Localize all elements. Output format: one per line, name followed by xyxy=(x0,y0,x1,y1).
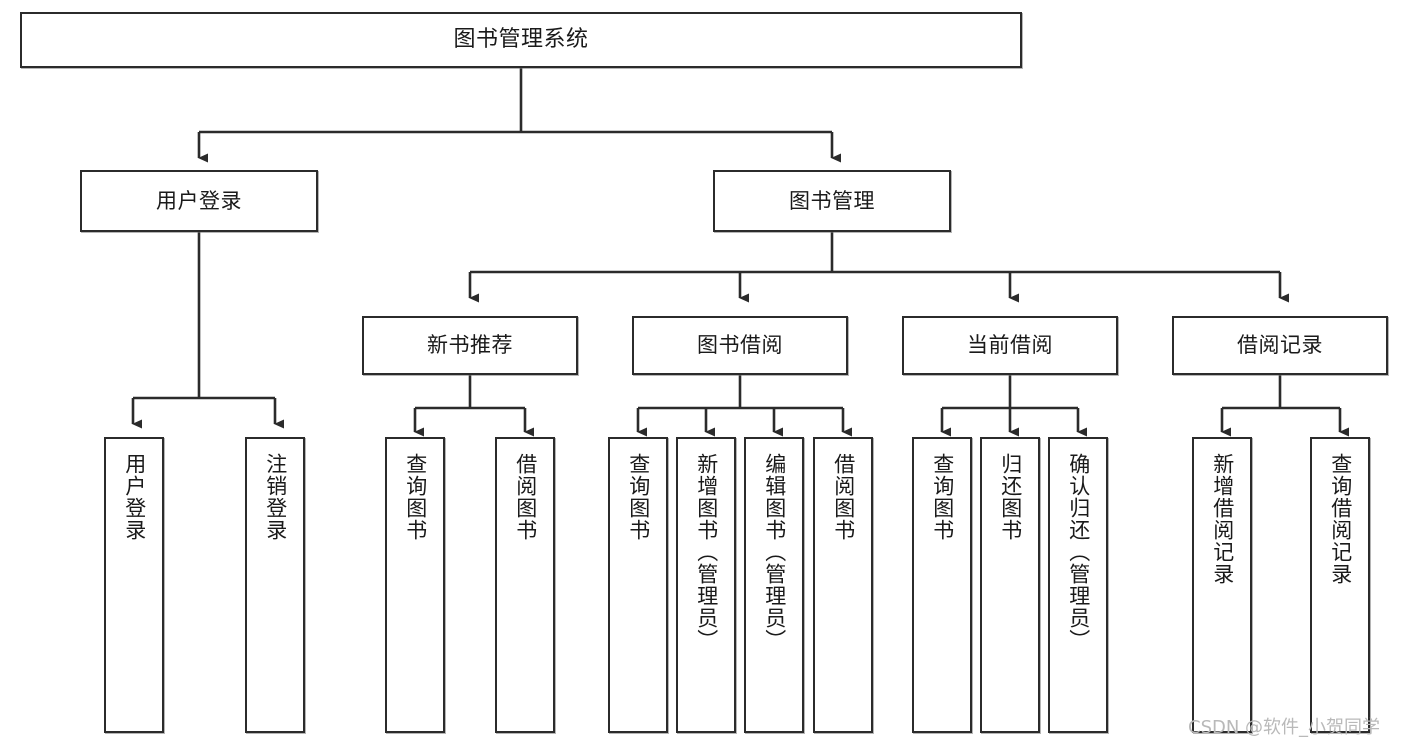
leaf-new-book-query-book[interactable]: 查询图书 xyxy=(385,437,445,733)
node-label: 查询借阅记录 xyxy=(1328,453,1353,585)
node-label: 归还图书 xyxy=(998,453,1023,541)
node-label: 查询图书 xyxy=(626,453,651,541)
node-label: 借阅图书 xyxy=(513,453,538,541)
node-label: 新增图书（管理员） xyxy=(694,453,719,651)
node-label: 当前借阅 xyxy=(967,333,1053,358)
node-label: 新书推荐 xyxy=(427,333,513,358)
node-label: 用户登录 xyxy=(122,453,147,541)
leaf-new-book-borrow-book[interactable]: 借阅图书 xyxy=(495,437,555,733)
leaf-borrow-record-query-record[interactable]: 查询借阅记录 xyxy=(1310,437,1370,733)
leaf-borrow-record-add-record[interactable]: 新增借阅记录 xyxy=(1192,437,1252,733)
node-new-book-recommendation[interactable]: 新书推荐 xyxy=(362,316,578,375)
node-borrowing-record[interactable]: 借阅记录 xyxy=(1172,316,1388,375)
node-root-book-management-system[interactable]: 图书管理系统 xyxy=(20,12,1022,68)
node-book-management[interactable]: 图书管理 xyxy=(713,170,951,232)
leaf-book-borrow-query-book[interactable]: 查询图书 xyxy=(608,437,668,733)
node-label: 图书管理系统 xyxy=(453,26,589,52)
node-label: 借阅记录 xyxy=(1237,333,1323,358)
node-label: 新增借阅记录 xyxy=(1210,453,1235,585)
leaf-current-borrow-confirm-return-admin[interactable]: 确认归还（管理员） xyxy=(1048,437,1108,733)
node-label: 借阅图书 xyxy=(831,453,856,541)
node-label: 查询图书 xyxy=(403,453,428,541)
node-label: 查询图书 xyxy=(930,453,955,541)
node-label: 图书管理 xyxy=(789,188,875,213)
node-current-borrowing[interactable]: 当前借阅 xyxy=(902,316,1118,375)
leaf-user-login-logout[interactable]: 注销登录 xyxy=(245,437,305,733)
node-label: 确认归还（管理员） xyxy=(1066,453,1091,651)
leaf-book-borrow-edit-book-admin[interactable]: 编辑图书（管理员） xyxy=(744,437,804,733)
node-user-login[interactable]: 用户登录 xyxy=(80,170,318,232)
node-label: 编辑图书（管理员） xyxy=(762,453,787,651)
leaf-user-login-login[interactable]: 用户登录 xyxy=(104,437,164,733)
leaf-current-borrow-return-book[interactable]: 归还图书 xyxy=(980,437,1040,733)
node-book-borrowing[interactable]: 图书借阅 xyxy=(632,316,848,375)
leaf-book-borrow-add-book-admin[interactable]: 新增图书（管理员） xyxy=(676,437,736,733)
node-label: 注销登录 xyxy=(263,453,288,541)
leaf-current-borrow-query-book[interactable]: 查询图书 xyxy=(912,437,972,733)
node-label: 图书借阅 xyxy=(697,333,783,358)
leaf-book-borrow-borrow-book[interactable]: 借阅图书 xyxy=(813,437,873,733)
node-label: 用户登录 xyxy=(156,188,242,213)
